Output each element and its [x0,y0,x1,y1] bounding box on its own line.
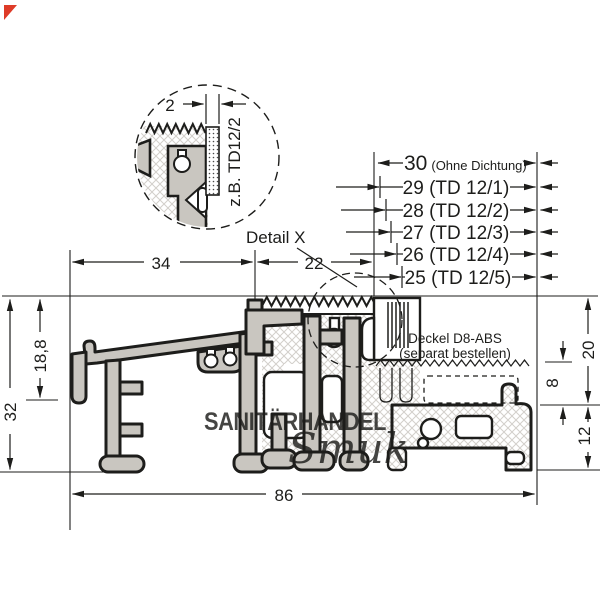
base-plate [386,382,533,472]
gasket-strip-dotted [205,126,220,196]
dim-32-label: 32 [1,403,20,422]
detail-dimension-lines [183,94,246,124]
brush-gasket-icon [387,302,409,348]
gasket-grooves [203,346,238,369]
dim-28-label: 28 (TD 12/2) [403,201,510,222]
watermark-line2: Smuk [288,424,409,473]
dim-30-label: 30(Ohne Dichtung) [404,152,527,175]
corner-marker-triangle [4,5,17,20]
watermark-line1: SANITÄRHANDEL [204,408,386,436]
detail-gasket-label: z.B. TD12/2 [225,117,244,206]
detail-inset: 2 z.B. TD12/2 [134,84,280,230]
dim-27-label: 27 (TD 12/3) [403,223,510,244]
gasket-chamber [360,296,422,362]
dim-20-label: 20 [579,341,598,360]
detail-caption: Detail X [246,228,306,247]
dim-26-label: 26 (TD 12/4) [403,245,510,266]
detail-leader-line [296,247,358,288]
detail-marker-circle [307,272,403,368]
watermark: SANITÄRHANDEL Smuk [204,408,409,473]
dim-22-label: 22 [305,254,324,273]
dim-12-label: 12 [575,427,594,446]
thermal-zone-clips [244,308,370,472]
dim-8-label: 8 [543,378,562,387]
horizontal-dimension-lines [72,258,535,498]
left-aluminum-profile [70,298,274,474]
dim-34-label: 34 [152,254,171,273]
dim-29-label: 29 (TD 12/1) [403,178,510,199]
dim-86-label: 86 [275,486,294,505]
detail-dim-2-label: 2 [165,96,174,115]
cover-note-line2: (separat bestellen) [399,346,511,361]
dim-25-label: 25 (TD 12/5) [405,268,512,289]
dim-18-8-label: 18,8 [31,339,50,372]
extension-lines [0,152,600,530]
cover-profile-dashed [375,359,530,404]
left-dimension-lines [6,299,44,470]
cover-note-line1: Deckel D8-ABS [408,331,502,346]
stacked-dimension-lines [336,159,558,288]
right-dimension-lines [559,298,592,468]
